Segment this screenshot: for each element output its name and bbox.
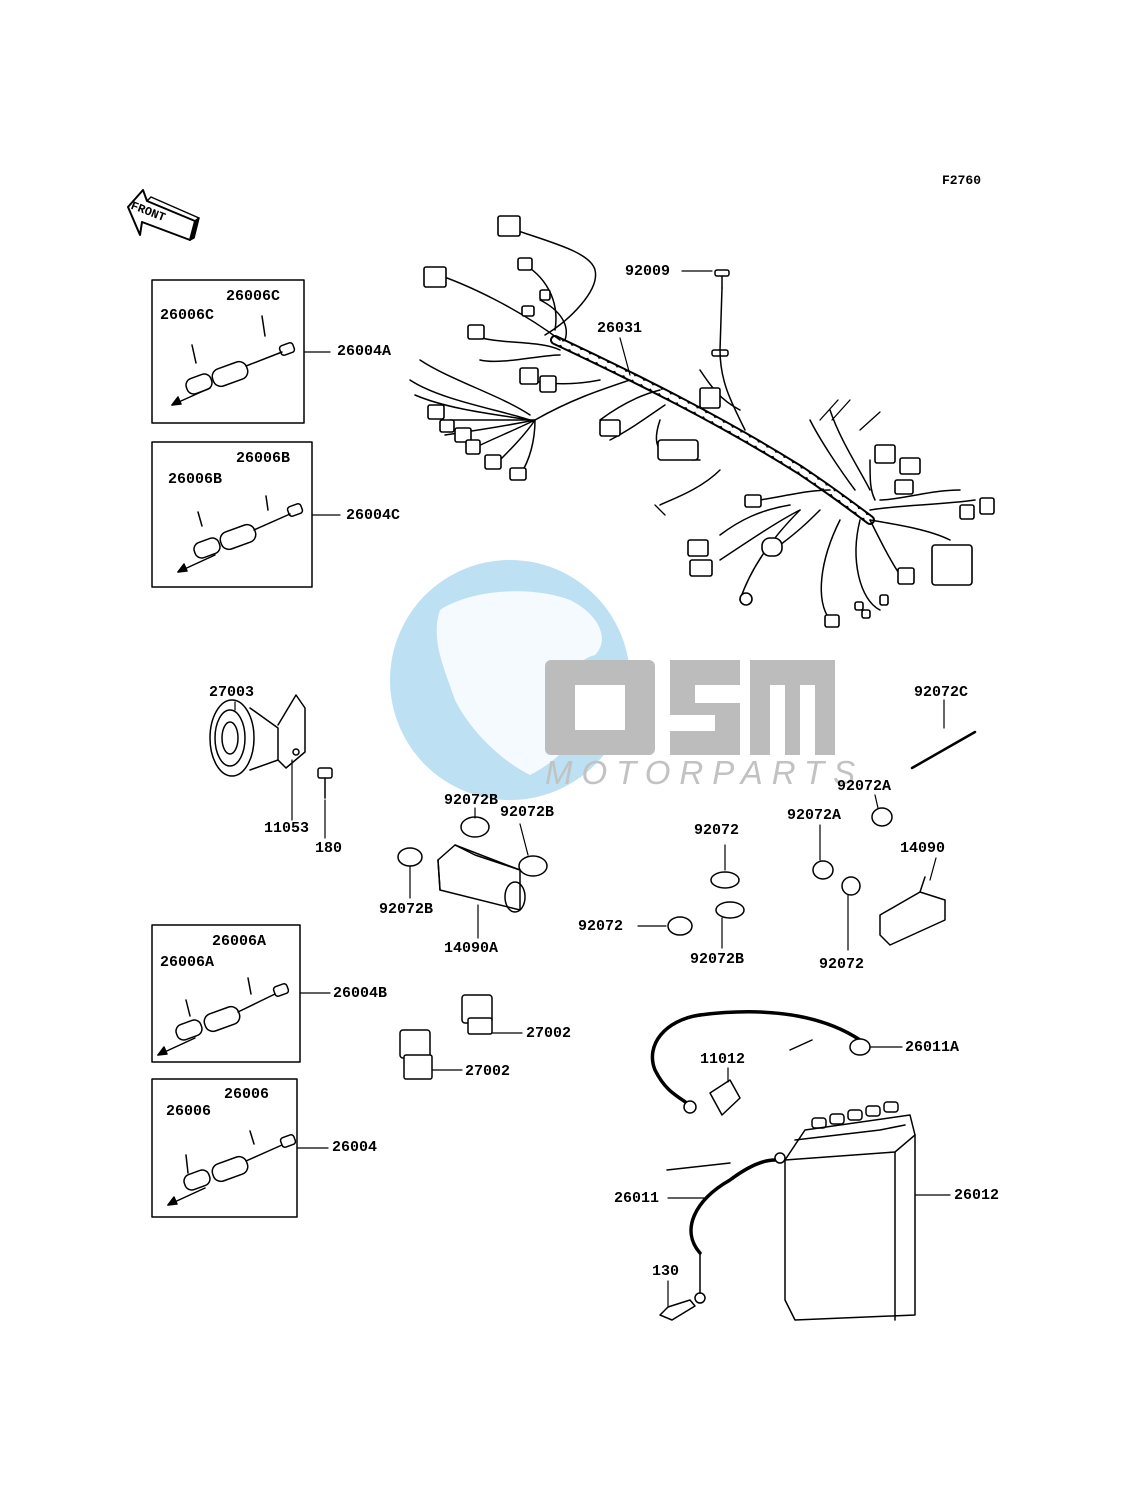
part-label-26006: 26006: [166, 1103, 212, 1120]
part-label-26031: 26031: [597, 320, 643, 337]
spark-plug-cap-assembly: [171, 315, 296, 406]
battery-cables: [650, 1010, 871, 1321]
leader-lines: [234, 270, 951, 1307]
main-wiring-harness: [409, 224, 976, 621]
part-label-26004b: 26004B: [333, 985, 388, 1002]
part-label-26006b: 26006B: [168, 471, 223, 488]
battery-26012: [784, 1101, 916, 1321]
part-label-92072b: 92072B: [379, 901, 434, 918]
part-label-92072a: 92072A: [837, 778, 892, 795]
part-label-26006a: 26006A: [212, 933, 267, 950]
part-label-26006a: 26006A: [160, 954, 215, 971]
harness-connectors: [423, 215, 995, 628]
spark-plug-cap-assembly: [157, 977, 290, 1056]
spark-plug-cap-assembly: [177, 495, 304, 573]
part-label-26006b: 26006B: [236, 450, 291, 467]
part-label-92072a: 92072A: [787, 807, 842, 824]
part-label-92072: 92072: [819, 956, 865, 973]
part-label-27003: 27003: [209, 684, 255, 701]
part-label-92009: 92009: [625, 263, 671, 280]
horn-27003: [209, 694, 333, 799]
part-label-11053: 11053: [264, 820, 310, 837]
part-label-92072c: 92072C: [914, 684, 969, 701]
figure-id: F2760: [942, 173, 982, 188]
part-label-26011a: 26011A: [905, 1039, 960, 1056]
relay-27002: [399, 994, 493, 1080]
part-label-26004: 26004: [332, 1139, 378, 1156]
fuse-holder-terminals: [654, 399, 881, 516]
watermark-subtitle: MOTORPARTS: [545, 754, 865, 791]
part-label-14090: 14090: [900, 840, 946, 857]
cover-14090: [879, 876, 946, 946]
cover-14090a: [437, 844, 526, 913]
part-label-92072: 92072: [578, 918, 624, 935]
part-label-14090a: 14090A: [444, 940, 499, 957]
screw-92009: [711, 269, 730, 357]
part-label-26012: 26012: [954, 1187, 1000, 1204]
part-label-27002: 27002: [465, 1063, 511, 1080]
front-arrow-icon: [127, 189, 200, 241]
part-label-92072b: 92072B: [444, 792, 499, 809]
clamps: [397, 730, 977, 936]
part-label-130: 130: [652, 1263, 680, 1280]
part-label-26006c: 26006C: [160, 307, 215, 324]
spark-plug-cap-assembly: [167, 1130, 297, 1206]
part-label-27002: 27002: [526, 1025, 572, 1042]
part-label-26011: 26011: [614, 1190, 660, 1207]
part-label-26006c: 26006C: [226, 288, 281, 305]
part-label-92072b: 92072B: [500, 804, 555, 821]
part-label-26004c: 26004C: [346, 507, 401, 524]
part-label-11012: 11012: [700, 1051, 746, 1068]
part-label-92072: 92072: [694, 822, 740, 839]
part-label-26004a: 26004A: [337, 343, 392, 360]
watermark-logo: [390, 560, 835, 800]
part-label-92072b: 92072B: [690, 951, 745, 968]
part-label-26006: 26006: [224, 1086, 270, 1103]
part-label-180: 180: [315, 840, 343, 857]
